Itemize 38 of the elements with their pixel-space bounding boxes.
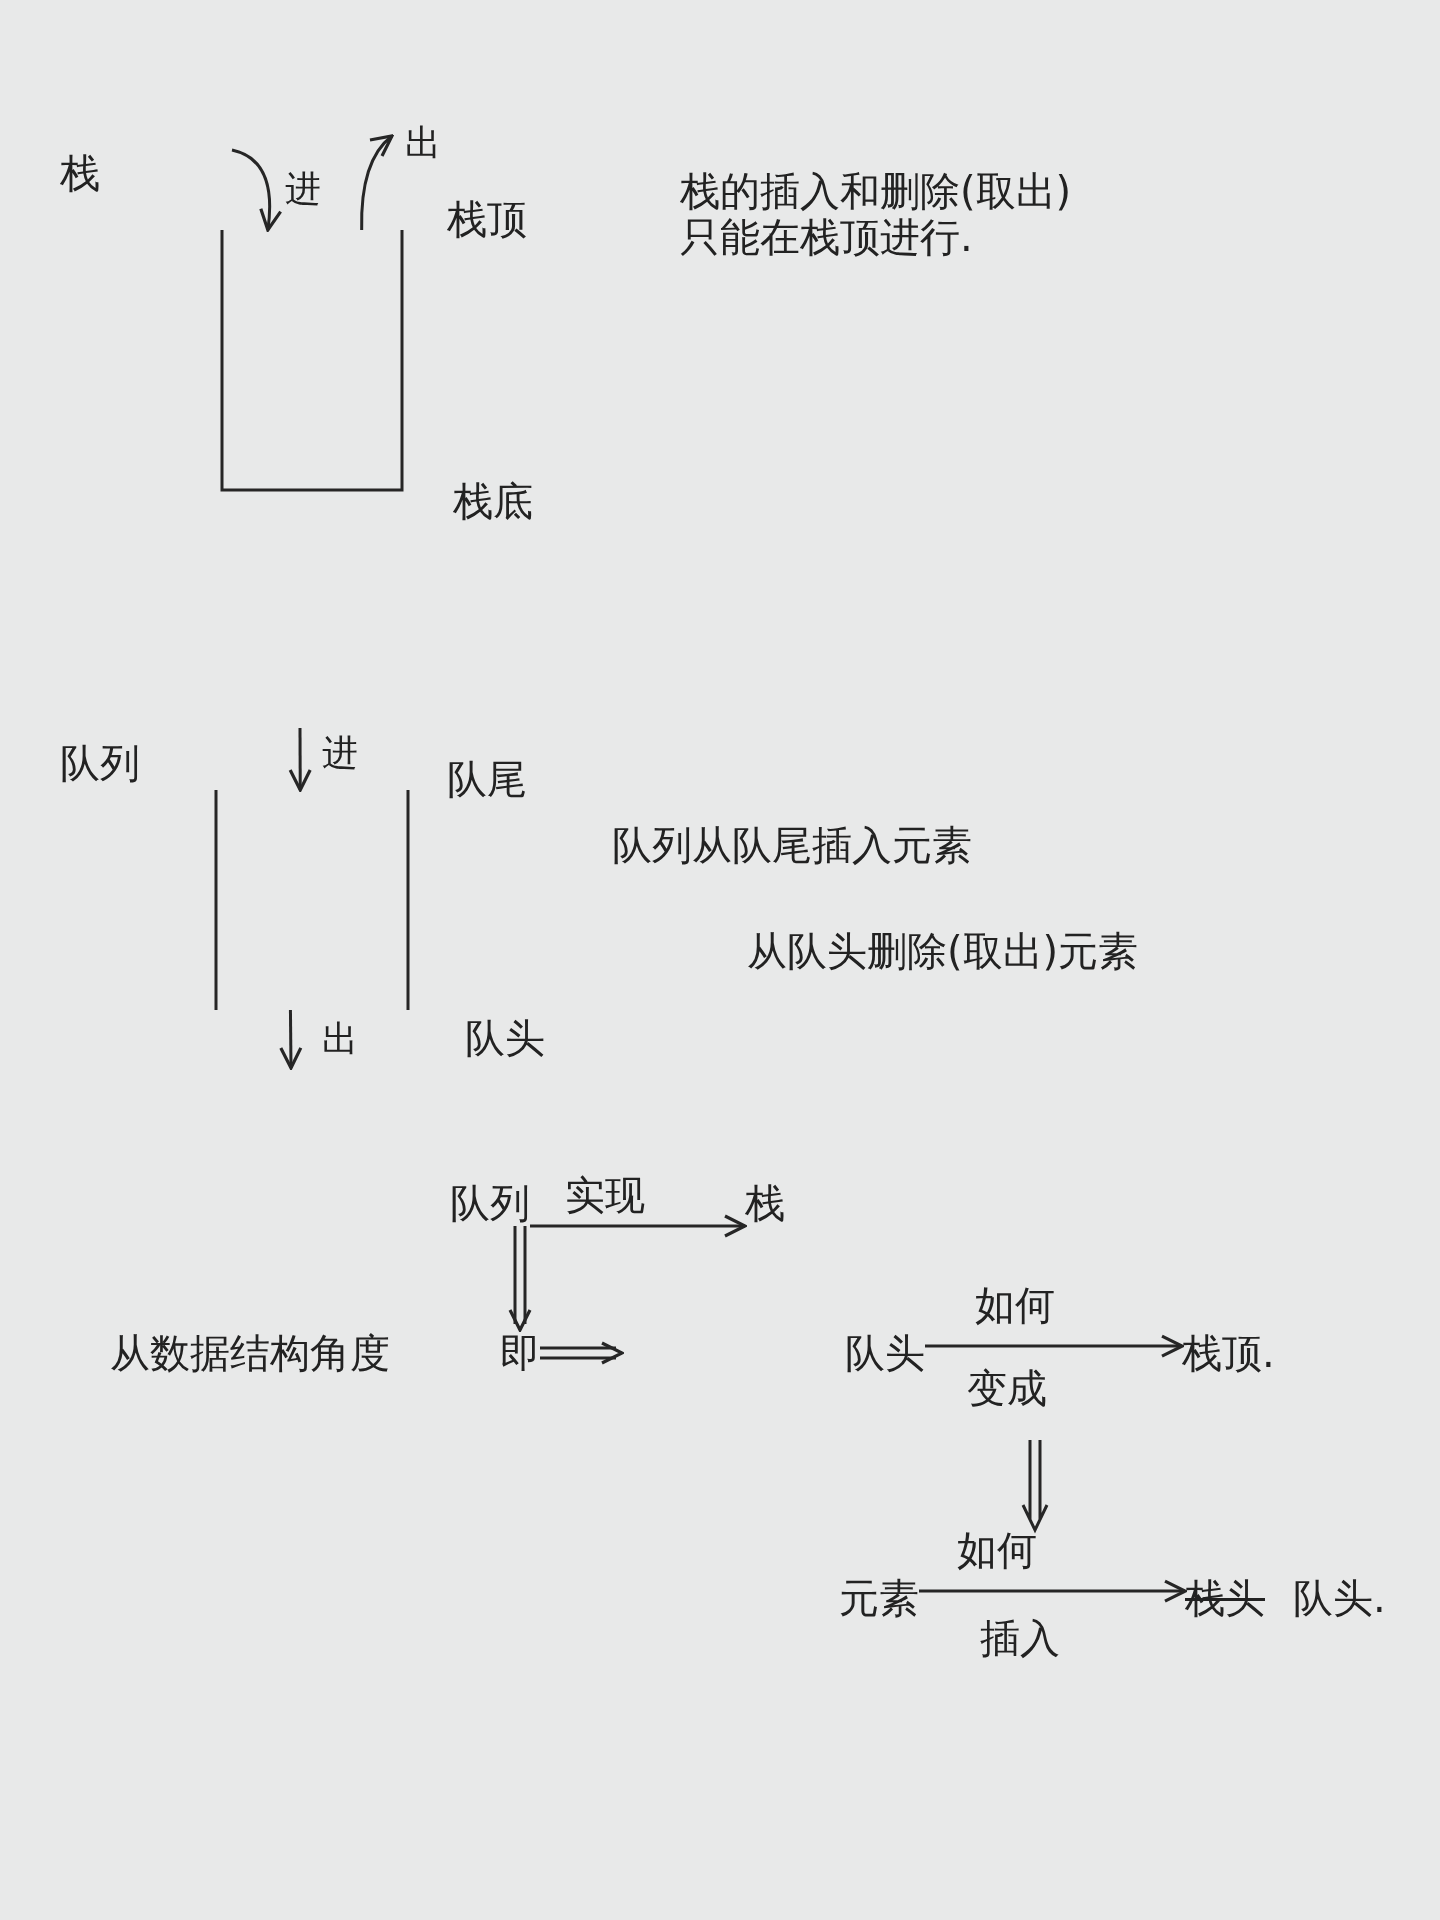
arrow <box>530 1214 747 1238</box>
term-text: 元素 <box>839 1575 919 1621</box>
note-text: 插入 <box>980 1615 1060 1661</box>
arrow <box>925 1334 1184 1358</box>
term-text: 队头 <box>845 1330 925 1376</box>
arrow <box>231 148 282 232</box>
edge-label: 进 <box>322 732 358 774</box>
side-label: 队尾 <box>447 756 527 802</box>
edge-label: 出 <box>405 122 441 164</box>
arrow <box>360 134 394 230</box>
edge-label: 进 <box>285 168 321 210</box>
section-heading: 栈 <box>60 150 100 196</box>
side-label: 队头 <box>465 1015 545 1061</box>
queue-drawing <box>214 790 410 1010</box>
note-text: 从队头删除(取出)元素 <box>747 928 1139 974</box>
term-text: 栈 <box>745 1180 785 1226</box>
side-label: 栈底 <box>453 478 533 524</box>
term-text: 队列 <box>450 1180 530 1226</box>
stack-drawing <box>220 230 404 492</box>
arrow <box>279 1010 303 1070</box>
arrow <box>919 1579 1187 1603</box>
double-arrow <box>538 1341 624 1365</box>
arrow <box>288 728 312 792</box>
edge-label: 如何 <box>975 1282 1055 1328</box>
edge-label: 实现 <box>565 1172 645 1218</box>
edge-label: 出 <box>322 1018 358 1060</box>
note-text: 变成 <box>967 1365 1047 1411</box>
note-text: 队列从队尾插入元素 <box>612 822 972 868</box>
side-label: 栈顶 <box>447 196 527 242</box>
note-text: 栈的插入和删除(取出)只能在栈顶进行. <box>680 168 1073 260</box>
double-arrow <box>508 1224 532 1332</box>
term-text: 即 <box>500 1330 540 1376</box>
note-text: 从数据结构角度 <box>110 1330 390 1376</box>
edge-label: 如何 <box>957 1527 1037 1573</box>
section-heading: 队列 <box>60 740 140 786</box>
term-text: 队头. <box>1293 1575 1386 1621</box>
crossed-out-word: 栈头 <box>1185 1575 1265 1621</box>
term-text: 栈顶. <box>1182 1330 1275 1376</box>
